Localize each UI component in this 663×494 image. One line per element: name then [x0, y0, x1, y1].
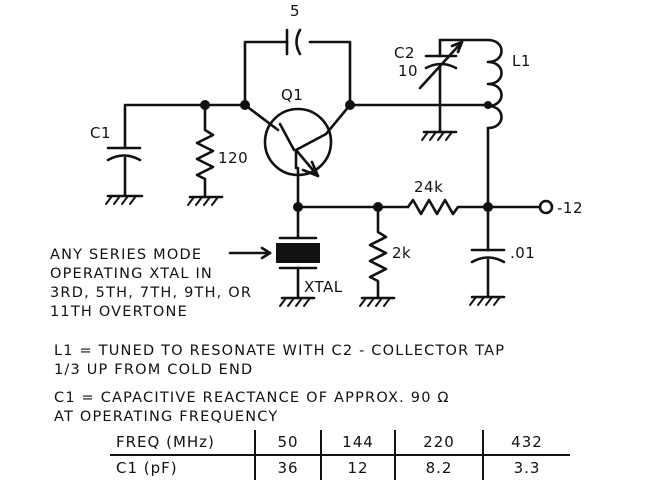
table-header: 432 — [482, 430, 570, 456]
table-header: 220 — [394, 430, 483, 456]
resistor-2k — [359, 205, 396, 307]
table-header: 144 — [320, 430, 395, 456]
transistor-q1 — [263, 103, 352, 209]
resistor-120 — [187, 103, 224, 206]
capacitor-c1 — [105, 103, 207, 205]
arrow-head-icon — [260, 246, 272, 260]
supply-label: -12 — [557, 199, 583, 217]
crystal-xtal — [276, 205, 320, 307]
c1-note: C1 = CAPACITIVE REACTANCE OF APPROX. 90 … — [54, 390, 450, 425]
capacitor-01 — [469, 205, 506, 306]
c5-label: 5 — [290, 2, 300, 20]
table-cell: 36 — [254, 455, 321, 480]
c1-label: C1 — [90, 124, 111, 142]
r24k-label: 24k — [414, 178, 443, 196]
c2-value-label: 10 — [398, 62, 418, 80]
frequency-table: FREQ (MHz) 50 144 220 432 C1 (pF) 36 12 … — [110, 430, 570, 480]
table-header: FREQ (MHz) — [110, 430, 255, 456]
xtal-label: XTAL — [304, 278, 343, 296]
table-cell: C1 (pF) — [116, 459, 178, 477]
c2-label: C2 — [394, 44, 415, 62]
l1-note: L1 = TUNED TO RESONATE WITH C2 - COLLECT… — [54, 343, 506, 378]
table-row: FREQ (MHz) 50 144 220 432 — [110, 430, 570, 456]
junction-dots — [200, 100, 493, 212]
c01-label: .01 — [510, 244, 535, 262]
r2k-label: 2k — [392, 244, 411, 262]
r120-label: 120 — [218, 149, 248, 167]
capacitor-5 — [243, 28, 352, 107]
q1-label: Q1 — [281, 86, 303, 104]
resistor-24k — [406, 198, 490, 216]
supply-terminal — [538, 199, 554, 215]
l1-label: L1 — [512, 52, 531, 70]
series-mode-note: ANY SERIES MODE OPERATING XTAL IN 3RD, 5… — [50, 247, 253, 320]
base-wire — [203, 103, 280, 132]
table-cell: 8.2 — [394, 455, 483, 480]
table-cell: 12 — [320, 455, 395, 480]
inductor-l1 — [486, 38, 503, 209]
capacitor-c2 — [418, 38, 464, 141]
table-row: C1 (pF) 36 12 8.2 3.3 — [110, 455, 570, 480]
table-cell: 3.3 — [482, 455, 570, 480]
table-header: 50 — [254, 430, 321, 456]
